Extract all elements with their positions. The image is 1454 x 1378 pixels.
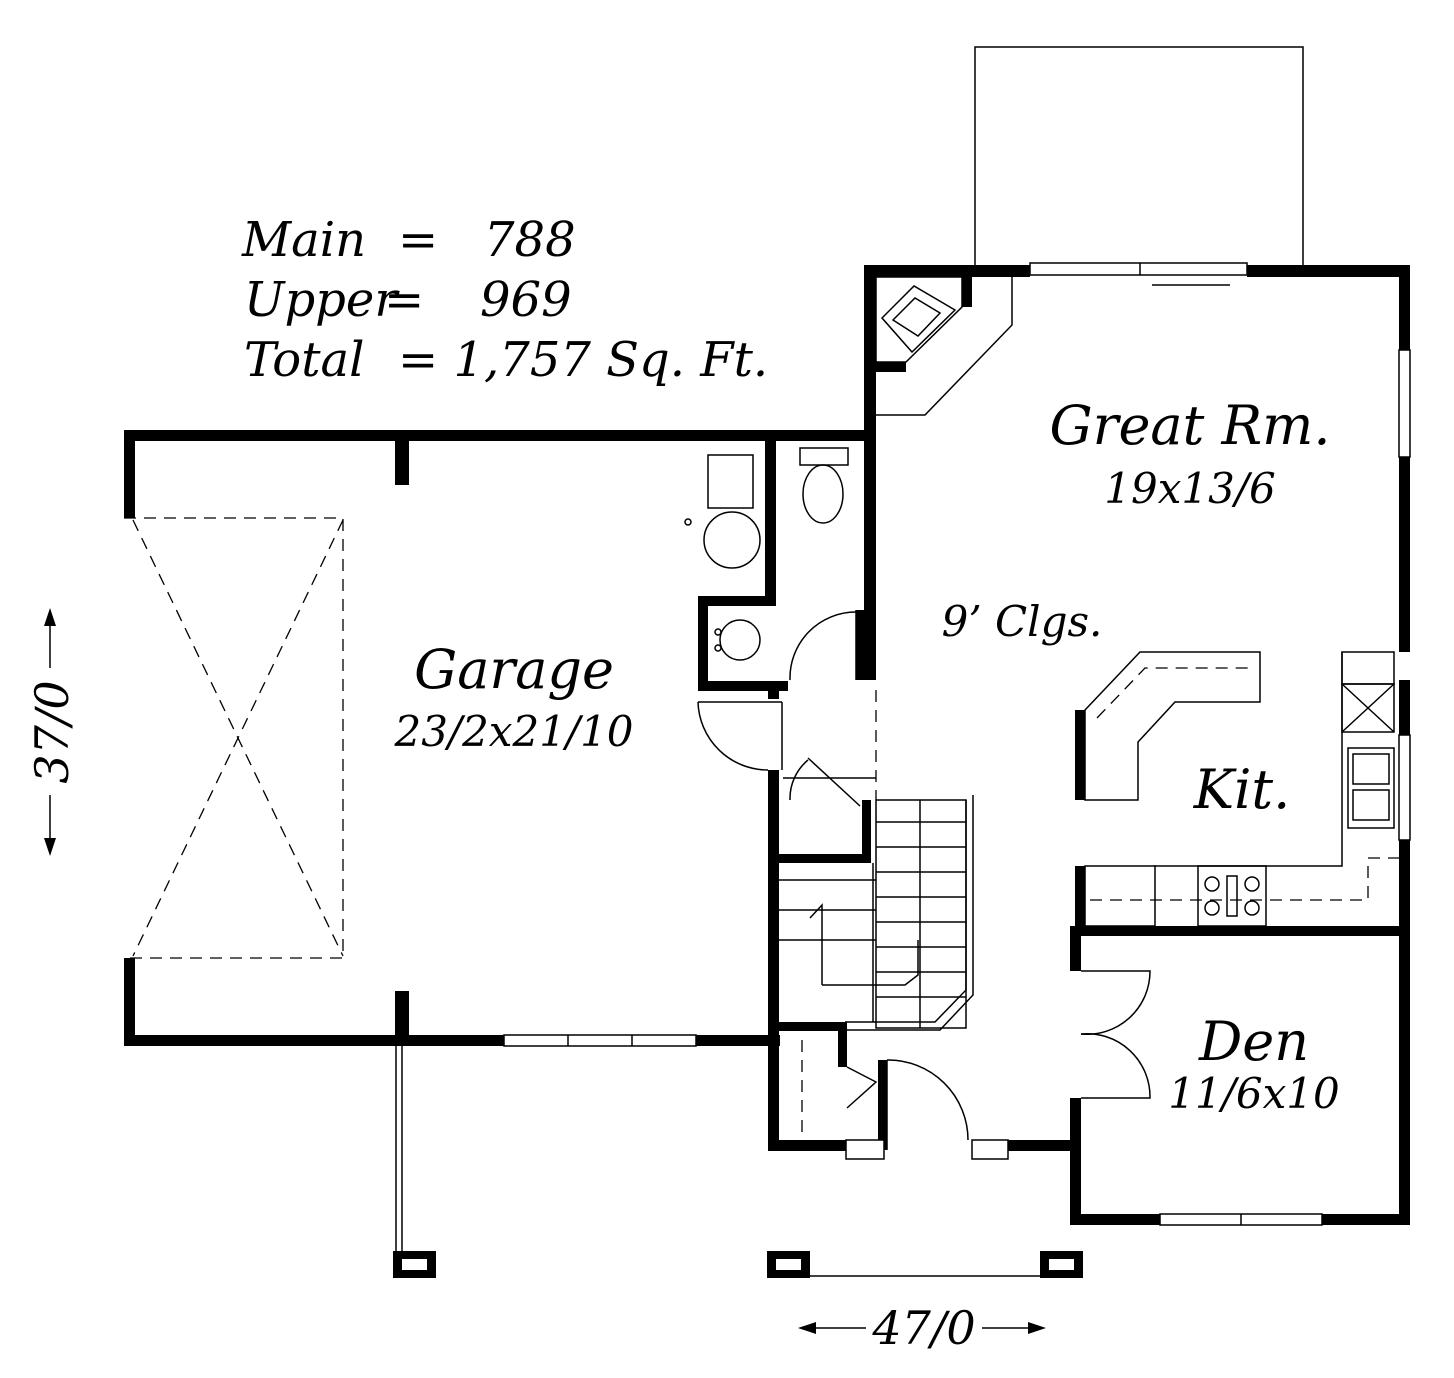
dimension-width: 47/0 (798, 1301, 1046, 1355)
great-room-name: Great Rm. (1050, 394, 1331, 457)
area-summary: Main = 788 Upper = 969 Total = 1,757 Sq.… (241, 212, 768, 388)
den-dim: 11/6x10 (1168, 1069, 1339, 1118)
garage-dim: 23/2x21/10 (393, 707, 633, 756)
ceiling-note: 9’ Clgs. (942, 597, 1103, 646)
kitchen-counters (1084, 651, 1399, 927)
upper-label: Upper (244, 272, 400, 328)
great-room-dim: 19x13/6 (1104, 464, 1275, 513)
windows (503, 262, 1411, 1226)
total-value: = 1,757 Sq. Ft. (398, 332, 768, 388)
laundry (684, 454, 761, 569)
den-name: Den (1198, 1010, 1309, 1073)
main-label: Main (241, 212, 366, 268)
upper-equals: = (384, 272, 424, 328)
room-labels: Great Rm. 19x13/6 9’ Clgs. Garage 23/2x2… (393, 394, 1339, 1118)
main-value: 788 (484, 212, 576, 268)
powder-room (714, 447, 849, 661)
main-equals: = (398, 212, 438, 268)
rear-deck (974, 46, 1304, 268)
kitchen-name: Kit. (1193, 758, 1290, 821)
porch (393, 1046, 1083, 1278)
exterior-walls (124, 265, 1410, 1225)
upper-value: 969 (480, 272, 572, 328)
garage-door-symbol (124, 517, 344, 959)
garage-name: Garage (414, 638, 614, 701)
doors (697, 610, 1151, 1150)
total-label: Total (244, 332, 364, 388)
fireplace (875, 276, 1013, 416)
interior-walls (698, 277, 1410, 1150)
depth-dimension: 37/0 (25, 680, 79, 783)
width-dimension: 47/0 (871, 1301, 975, 1355)
dimension-depth: 37/0 (25, 608, 79, 856)
stairs (779, 777, 974, 1031)
